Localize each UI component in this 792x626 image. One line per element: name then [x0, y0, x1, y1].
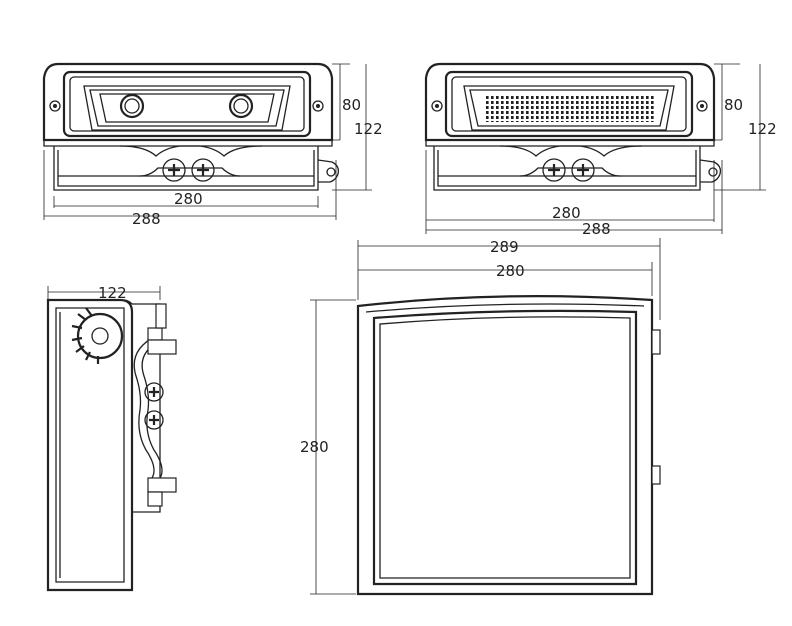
lens-icon — [228, 93, 254, 119]
screw-icon — [542, 158, 566, 182]
face-view: 289 280 280 — [300, 238, 661, 596]
screw-icon — [431, 100, 443, 112]
screw-icon — [144, 410, 164, 430]
dim-width-outer: 289 — [490, 238, 519, 256]
front-view-lens: 80 122 280 288 — [42, 62, 383, 228]
dim-height-outer: 122 — [354, 120, 383, 138]
front-view-led: 80 122 280 288 — [424, 62, 777, 238]
side-view: 122 — [46, 284, 177, 592]
dim-width-inner: 280 — [496, 262, 525, 280]
screw-icon — [162, 158, 186, 182]
screw-icon — [49, 100, 61, 112]
dim-width-inner: 280 — [174, 190, 203, 208]
dim-depth: 122 — [98, 284, 127, 302]
angle-dial-icon — [71, 307, 124, 364]
screw-icon — [191, 158, 215, 182]
screw-icon — [312, 100, 324, 112]
dim-height-outer: 122 — [748, 120, 777, 138]
dim-width-inner: 280 — [552, 204, 581, 222]
screw-icon — [144, 382, 164, 402]
screw-icon — [571, 158, 595, 182]
dim-width-outer: 288 — [582, 220, 611, 238]
screw-icon — [696, 100, 708, 112]
dim-height: 280 — [300, 438, 329, 456]
dim-height-inner: 80 — [724, 96, 743, 114]
dim-width-outer: 288 — [132, 210, 161, 228]
led-grid-icon — [486, 94, 654, 122]
lens-icon — [119, 93, 145, 119]
dim-height-inner: 80 — [342, 96, 361, 114]
